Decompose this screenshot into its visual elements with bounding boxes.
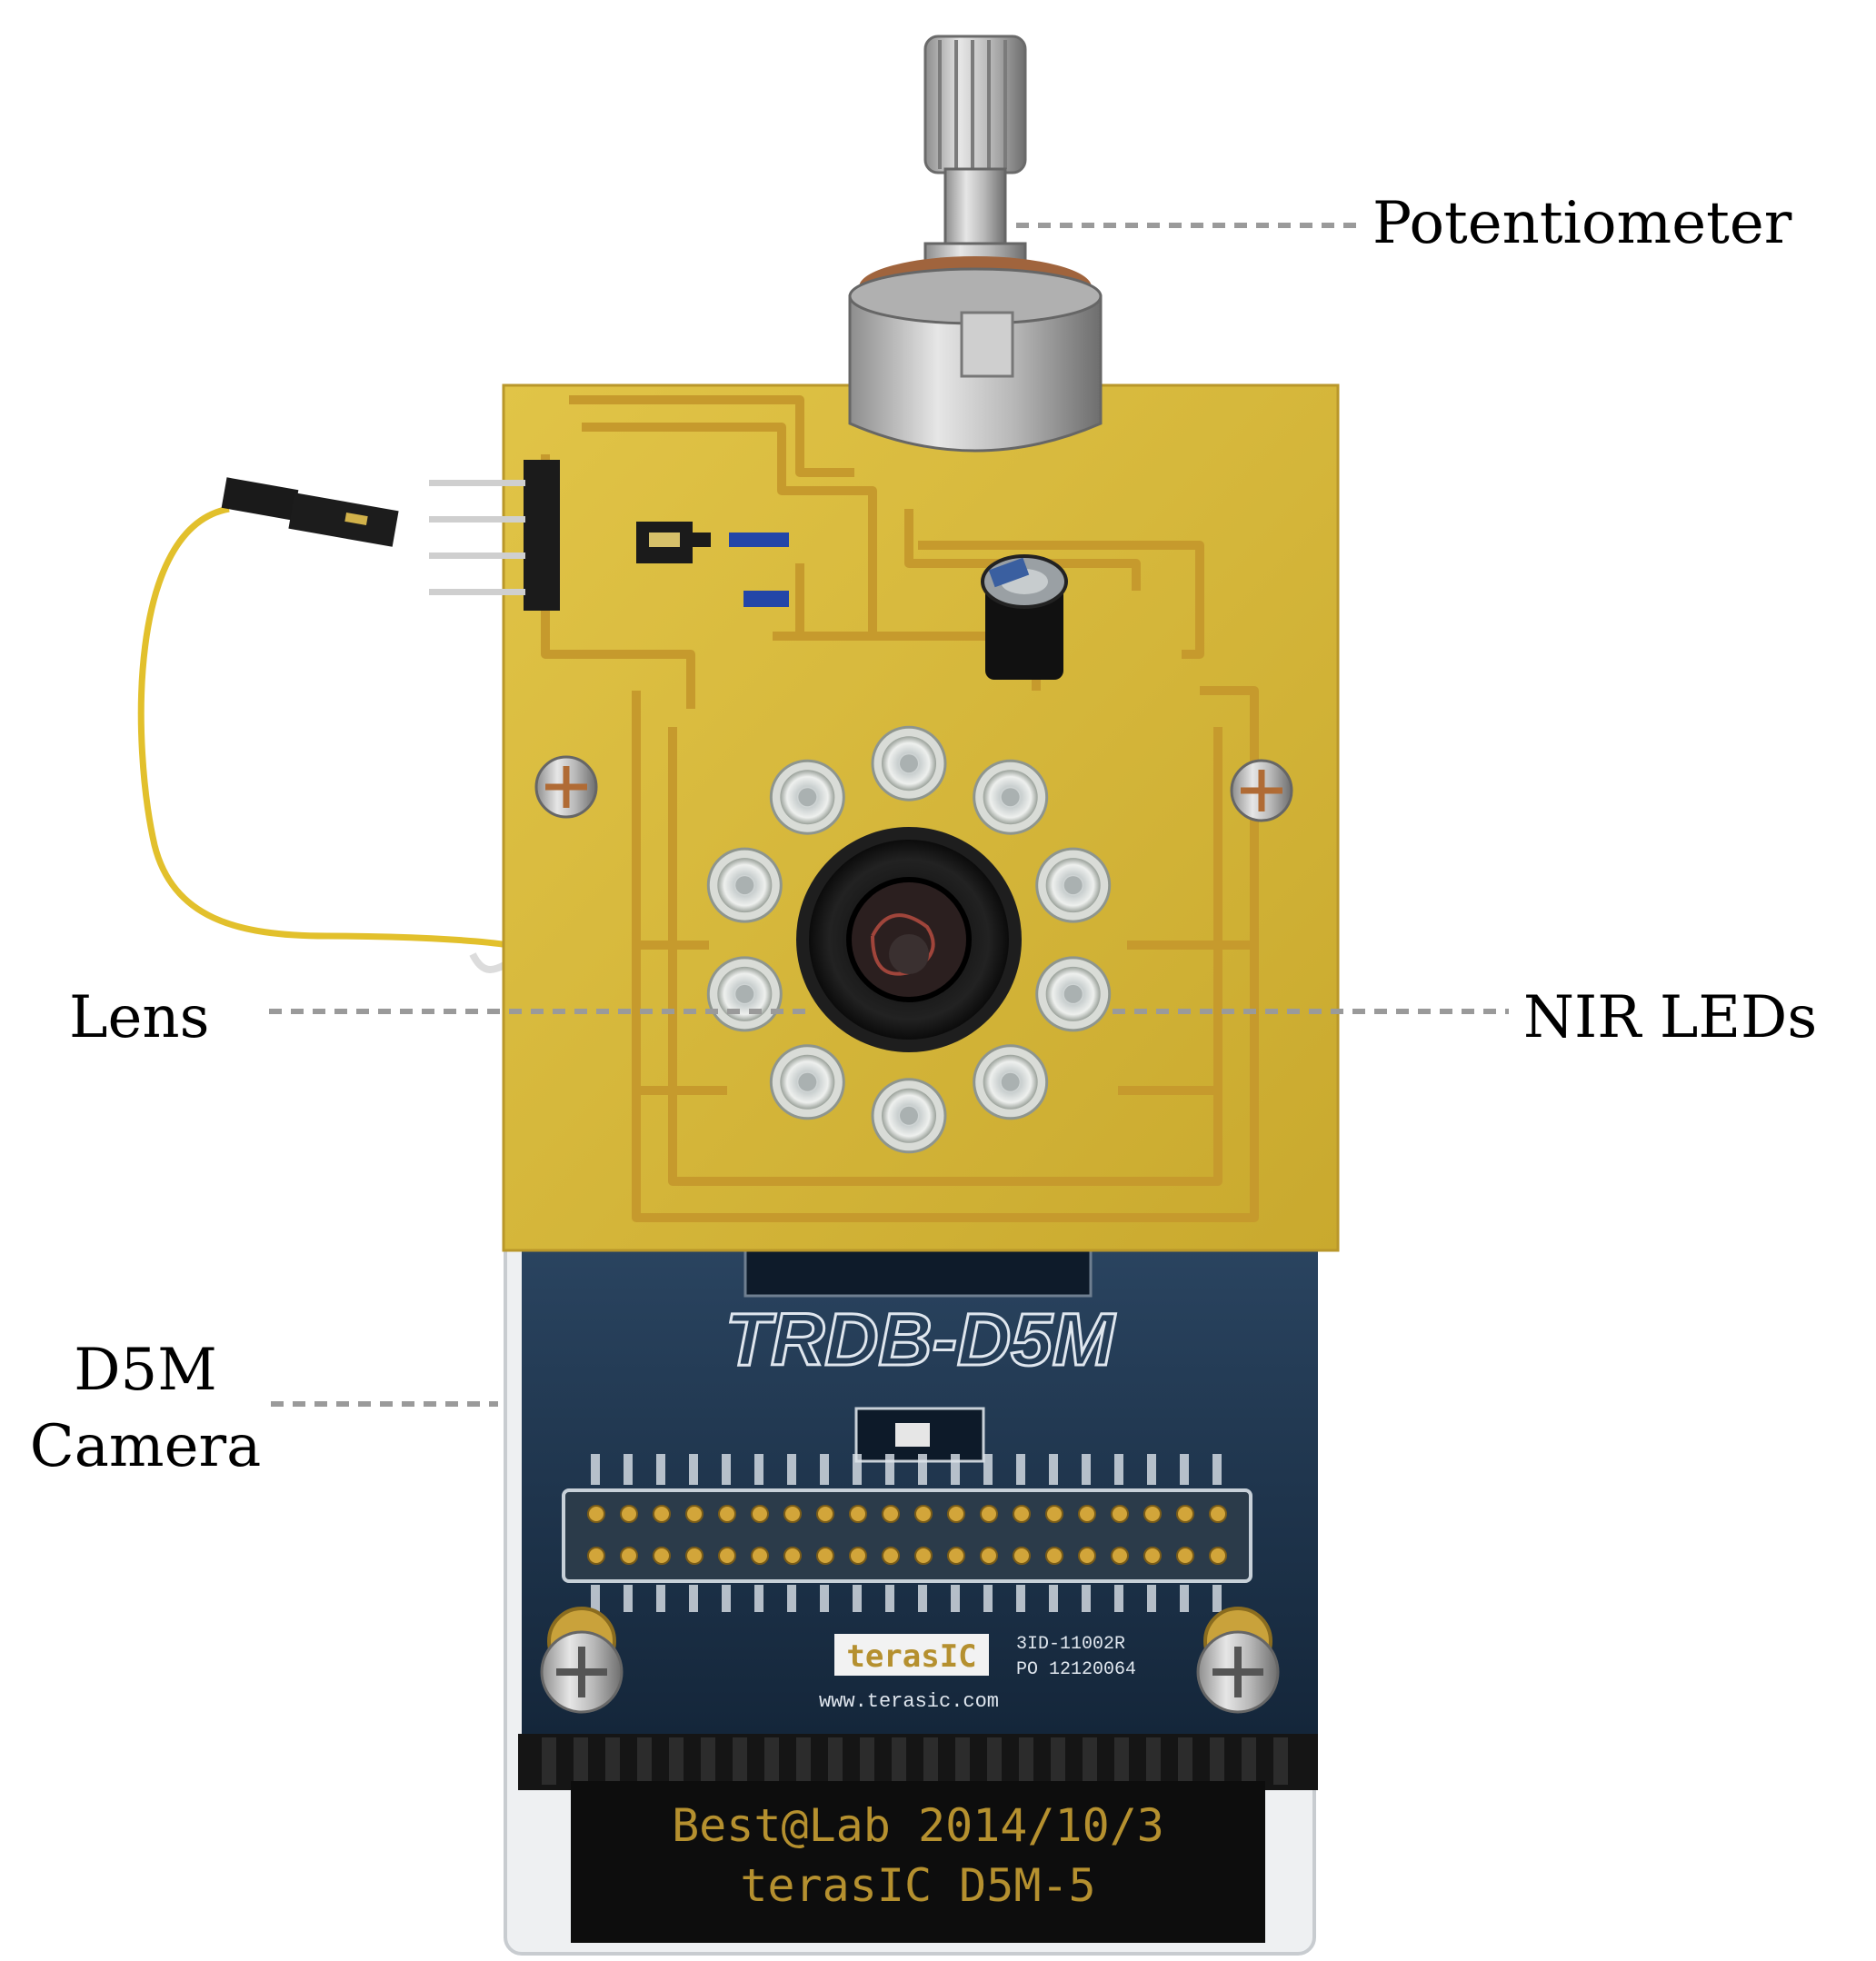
jumper-connector (221, 477, 399, 547)
d5m-camera-board: TRDB-D5M terasIC www.terasic.com 3ID-110… (504, 1234, 1318, 1956)
yellow-wire (137, 505, 510, 949)
nir-led-icon (973, 759, 1049, 835)
nir-led-icon (871, 1078, 947, 1154)
svg-text:www.terasic.com: www.terasic.com (819, 1690, 999, 1713)
leader-lines (269, 223, 1509, 1407)
plate-line-2: terasIC D5M-5 (740, 1859, 1095, 1912)
nir-led-icon (706, 847, 783, 923)
screw-icon (1196, 1607, 1280, 1714)
screw-icon (540, 1607, 624, 1714)
nir-led-icon (1035, 847, 1112, 923)
nir-led-icon (769, 759, 845, 835)
camera-label: D5M Camera (18, 1332, 273, 1485)
screw-icon (534, 755, 598, 819)
lens-label: Lens (69, 984, 210, 1051)
nir-led-icon (706, 956, 783, 1032)
svg-text:3ID-11002R: 3ID-11002R (1016, 1634, 1125, 1655)
nir-led-ring (706, 725, 1112, 1154)
plate-line-1: Best@Lab 2014/10/3 (672, 1799, 1164, 1852)
screw-icon (1230, 759, 1293, 822)
nir-leds-label: NIR LEDs (1523, 984, 1818, 1051)
nir-led-icon (871, 725, 947, 801)
nir-led-icon (1035, 956, 1112, 1032)
pin-header-right-angle (429, 460, 560, 611)
capacitor-icon (981, 554, 1068, 680)
svg-text:PO 12120064: PO 12120064 (1016, 1659, 1136, 1680)
pin-header (562, 1488, 1252, 1583)
board-model-text: TRDB-D5M (725, 1299, 1116, 1381)
svg-text:terasIC: terasIC (846, 1638, 976, 1675)
camera-label-line-1: D5M (74, 1337, 217, 1404)
potentiometer-label: Potentiometer (1372, 190, 1792, 257)
engraved-plate (571, 1781, 1265, 1943)
nir-led-icon (973, 1044, 1049, 1120)
nir-led-icon (769, 1044, 845, 1120)
potentiometer-icon (848, 35, 1103, 453)
lens-icon (796, 827, 1022, 1052)
brand-logo (834, 1634, 989, 1676)
nir-pcb (429, 383, 1340, 1252)
camera-label-line-2: Camera (29, 1413, 262, 1480)
